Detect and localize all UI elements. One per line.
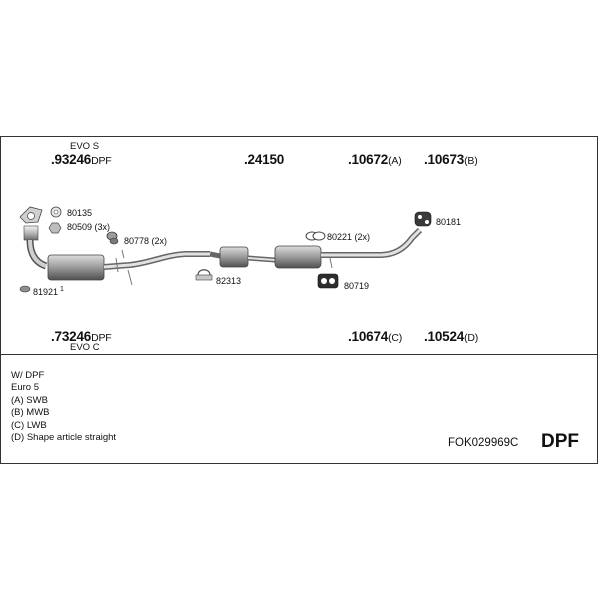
clamp-82313-icon (195, 269, 213, 281)
part-73246-suffix: DPF (91, 332, 112, 344)
diagram-frame (0, 136, 598, 464)
part-10673-suffix: (B) (464, 155, 478, 167)
label-82313: 82313 (216, 276, 242, 286)
middle-silencer (209, 246, 276, 268)
clamp-80778-icon (106, 231, 119, 245)
evo-s-label: EVO S (70, 141, 100, 152)
front-pipe-dpf (19, 206, 210, 286)
part-10524-suffix: (D) (464, 332, 479, 344)
part-24150: .24150 (244, 153, 284, 167)
note-line: (C) LWB (11, 419, 47, 431)
nut-80509-icon (48, 222, 62, 234)
gasket-80135-icon (50, 206, 62, 218)
part-93246-suffix: DPF (91, 155, 112, 167)
note-line: (D) Shape article straight (11, 432, 117, 444)
part-93246: .93246DPF (51, 153, 112, 167)
note-line: (B) MWB (11, 407, 50, 419)
part-10674-suffix: (C) (388, 332, 403, 344)
part-10673-number: .10673 (424, 152, 465, 167)
evo-c-label: EVO C (70, 342, 100, 353)
part-10674: .10674(C) (348, 330, 402, 344)
label-80778: 80778 (2x) (124, 236, 168, 246)
part-73246-number: .73246 (51, 329, 92, 344)
part-93246-number: .93246 (51, 152, 92, 167)
part-73246: .73246DPF (51, 330, 112, 344)
note-line: W/ DPF (11, 370, 45, 381)
part-10674-number: .10674 (348, 329, 389, 344)
label-80221: 80221 (2x) (327, 232, 371, 242)
type-badge: DPF (541, 431, 579, 452)
note-line: Euro 5 (11, 382, 39, 394)
part-10672-suffix: (A) (388, 155, 402, 167)
kit-code: FOK029969C (448, 437, 519, 449)
rear-silencer (274, 227, 423, 269)
label-81921-number: 81921 (33, 287, 59, 297)
part-24150-number: .24150 (244, 152, 285, 167)
part-10672-number: .10672 (348, 152, 389, 167)
bracket-81921-icon (19, 285, 31, 293)
part-10524-number: .10524 (424, 329, 465, 344)
notes-list: W/ DPF Euro 5 (A) SWB (B) MWB (C) LWB (D… (11, 370, 116, 444)
label-80135: 80135 (67, 208, 93, 218)
label-80181: 80181 (436, 217, 462, 227)
rubber-mount-80181-icon (414, 211, 432, 227)
notes-divider (0, 354, 598, 355)
part-10672: .10672(A) (348, 153, 402, 167)
gasket-80221-icon (305, 231, 326, 241)
label-80719: 80719 (344, 281, 370, 291)
note-line: (A) SWB (11, 394, 48, 406)
label-81921-sup: 1 (60, 286, 64, 293)
label-80509: 80509 (3x) (67, 222, 111, 232)
part-10524: .10524(D) (424, 330, 478, 344)
rubber-mount-80719-icon (317, 273, 339, 289)
part-10673: .10673(B) (424, 153, 478, 167)
